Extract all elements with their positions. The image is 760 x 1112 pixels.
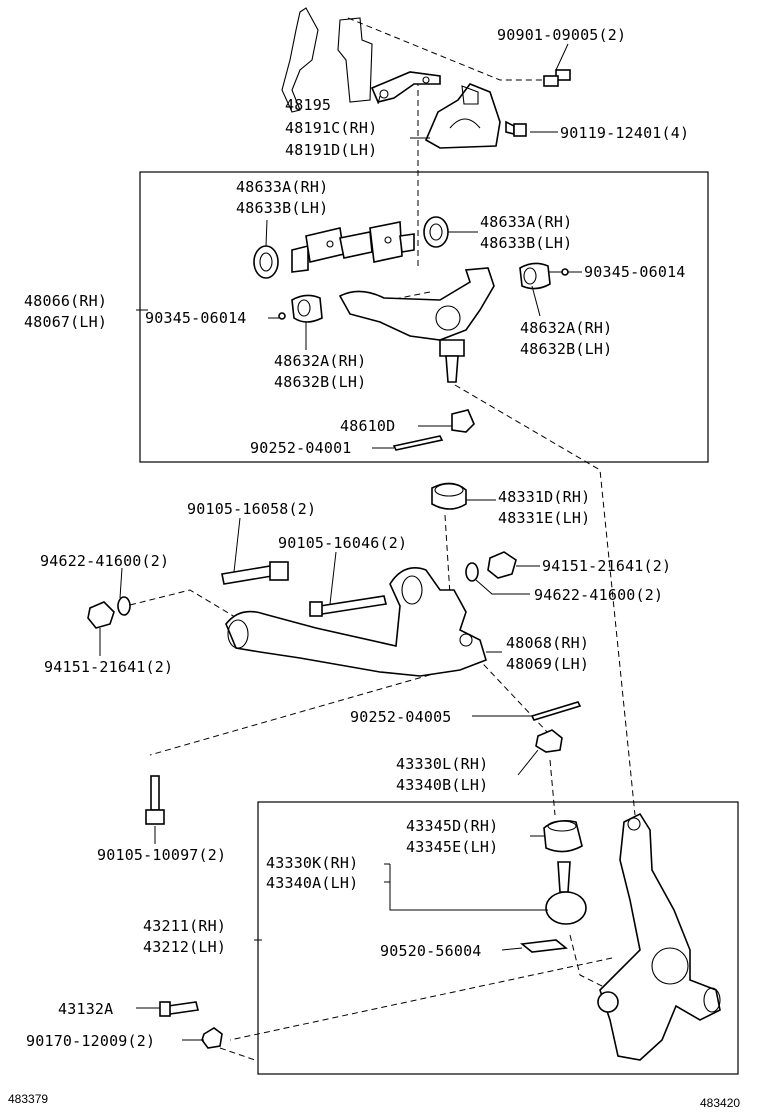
label-90252-04005: 90252-04005 bbox=[350, 708, 452, 726]
bolt-90105-16058 bbox=[221, 561, 289, 585]
label-43211: 43211(RH) bbox=[143, 917, 226, 935]
label-43345e: 43345E(LH) bbox=[406, 838, 498, 856]
corner-code-right: 483420 bbox=[700, 1096, 740, 1110]
nut-94151-21641-left bbox=[87, 601, 115, 629]
label-48191c: 48191C(RH) bbox=[285, 119, 377, 137]
label-90105-16058: 90105-16058(2) bbox=[187, 500, 316, 518]
label-48191d: 48191D(LH) bbox=[285, 141, 377, 159]
bushing-48632a-right bbox=[519, 262, 551, 290]
label-48633b-right: 48633B(LH) bbox=[480, 234, 572, 252]
label-90105-16046: 90105-16046(2) bbox=[278, 534, 407, 552]
washer-94622-41600-right bbox=[465, 562, 479, 582]
label-48066: 48066(RH) bbox=[24, 292, 107, 310]
bolt-90119-12401 bbox=[505, 120, 527, 137]
label-48632a-right: 48632A(RH) bbox=[520, 319, 612, 337]
label-94622-41600-left: 94622-41600(2) bbox=[40, 552, 169, 570]
label-48633a-right: 48633A(RH) bbox=[480, 213, 572, 231]
corner-code-left: 483379 bbox=[8, 1092, 48, 1106]
label-90345-06014-right: 90345-06014 bbox=[584, 263, 686, 281]
label-48610d: 48610D bbox=[340, 417, 395, 435]
label-48633b-left: 48633B(LH) bbox=[236, 199, 328, 217]
bolt-90105-10097 bbox=[145, 775, 165, 825]
label-90901-09005: 90901-09005(2) bbox=[497, 26, 626, 44]
bolt-43132a bbox=[159, 1001, 199, 1017]
knuckle-group-frame bbox=[257, 801, 739, 1075]
washer-94622-41600-left bbox=[117, 596, 131, 616]
label-48069: 48069(LH) bbox=[506, 655, 589, 673]
nut-90345-06014-right bbox=[561, 268, 569, 276]
upper-arm-48066 bbox=[338, 267, 495, 383]
label-48067: 48067(LH) bbox=[24, 313, 107, 331]
label-43340a: 43340A(LH) bbox=[266, 874, 358, 892]
label-43212: 43212(LH) bbox=[143, 938, 226, 956]
label-48068: 48068(RH) bbox=[506, 634, 589, 652]
label-48331e: 48331E(LH) bbox=[498, 509, 590, 527]
ball-joint-43330k bbox=[545, 861, 587, 925]
label-48632a-left: 48632A(RH) bbox=[274, 352, 366, 370]
label-94151-21641-right: 94151-21641(2) bbox=[542, 557, 671, 575]
nut-90170-12009 bbox=[201, 1027, 223, 1049]
bushing-48633a-left bbox=[253, 245, 279, 279]
label-90119-12401: 90119-12401(4) bbox=[560, 124, 689, 142]
bracket-48191c bbox=[424, 83, 501, 149]
steering-knuckle-43211 bbox=[597, 812, 721, 1061]
label-90105-10097: 90105-10097(2) bbox=[97, 846, 226, 864]
castle-nut-48610d bbox=[451, 409, 475, 433]
label-90252-04001: 90252-04001 bbox=[250, 439, 352, 457]
label-43340b: 43340B(LH) bbox=[396, 776, 488, 794]
label-43345d: 43345D(RH) bbox=[406, 817, 498, 835]
bolt-90901-09005 bbox=[543, 69, 571, 87]
label-43330k: 43330K(RH) bbox=[266, 854, 358, 872]
boot-43345d bbox=[543, 820, 583, 853]
label-48632b-left: 48632B(LH) bbox=[274, 373, 366, 391]
nut-90345-06014-left bbox=[278, 312, 286, 320]
bushing-48632a-left bbox=[291, 294, 323, 323]
label-48632b-right: 48632B(LH) bbox=[520, 340, 612, 358]
label-48633a-left: 48633A(RH) bbox=[236, 178, 328, 196]
label-90170-12009: 90170-12009(2) bbox=[26, 1032, 155, 1050]
bolt-shaft-48633 bbox=[291, 221, 415, 273]
upper-arm-group-frame bbox=[139, 171, 709, 463]
cotter-pin-90252-04005 bbox=[530, 701, 582, 721]
label-43330l: 43330L(RH) bbox=[396, 755, 488, 773]
label-48331d: 48331D(RH) bbox=[498, 488, 590, 506]
label-48195: 48195 bbox=[285, 96, 331, 114]
lower-arm-48068 bbox=[225, 567, 487, 677]
plate-90520-56004 bbox=[520, 939, 568, 953]
cam-48331d bbox=[431, 482, 467, 510]
bracket-48195 bbox=[281, 7, 441, 113]
part-labels: 90901-09005(2) 48195 48191C(RH) 48191D(L… bbox=[24, 26, 689, 1050]
leader-lines bbox=[99, 43, 582, 1041]
castle-nut-43330l bbox=[535, 729, 563, 753]
nut-94151-21641-right bbox=[487, 551, 517, 579]
label-94622-41600-right: 94622-41600(2) bbox=[534, 586, 663, 604]
label-43132a: 43132A bbox=[58, 1000, 113, 1018]
cotter-pin-90252-04001 bbox=[392, 435, 444, 451]
label-90520-56004: 90520-56004 bbox=[380, 942, 482, 960]
bolt-90105-16046 bbox=[309, 595, 387, 617]
label-94151-21641-left: 94151-21641(2) bbox=[44, 658, 173, 676]
label-90345-06014-left: 90345-06014 bbox=[145, 309, 247, 327]
bushing-48633a-right bbox=[423, 216, 449, 248]
